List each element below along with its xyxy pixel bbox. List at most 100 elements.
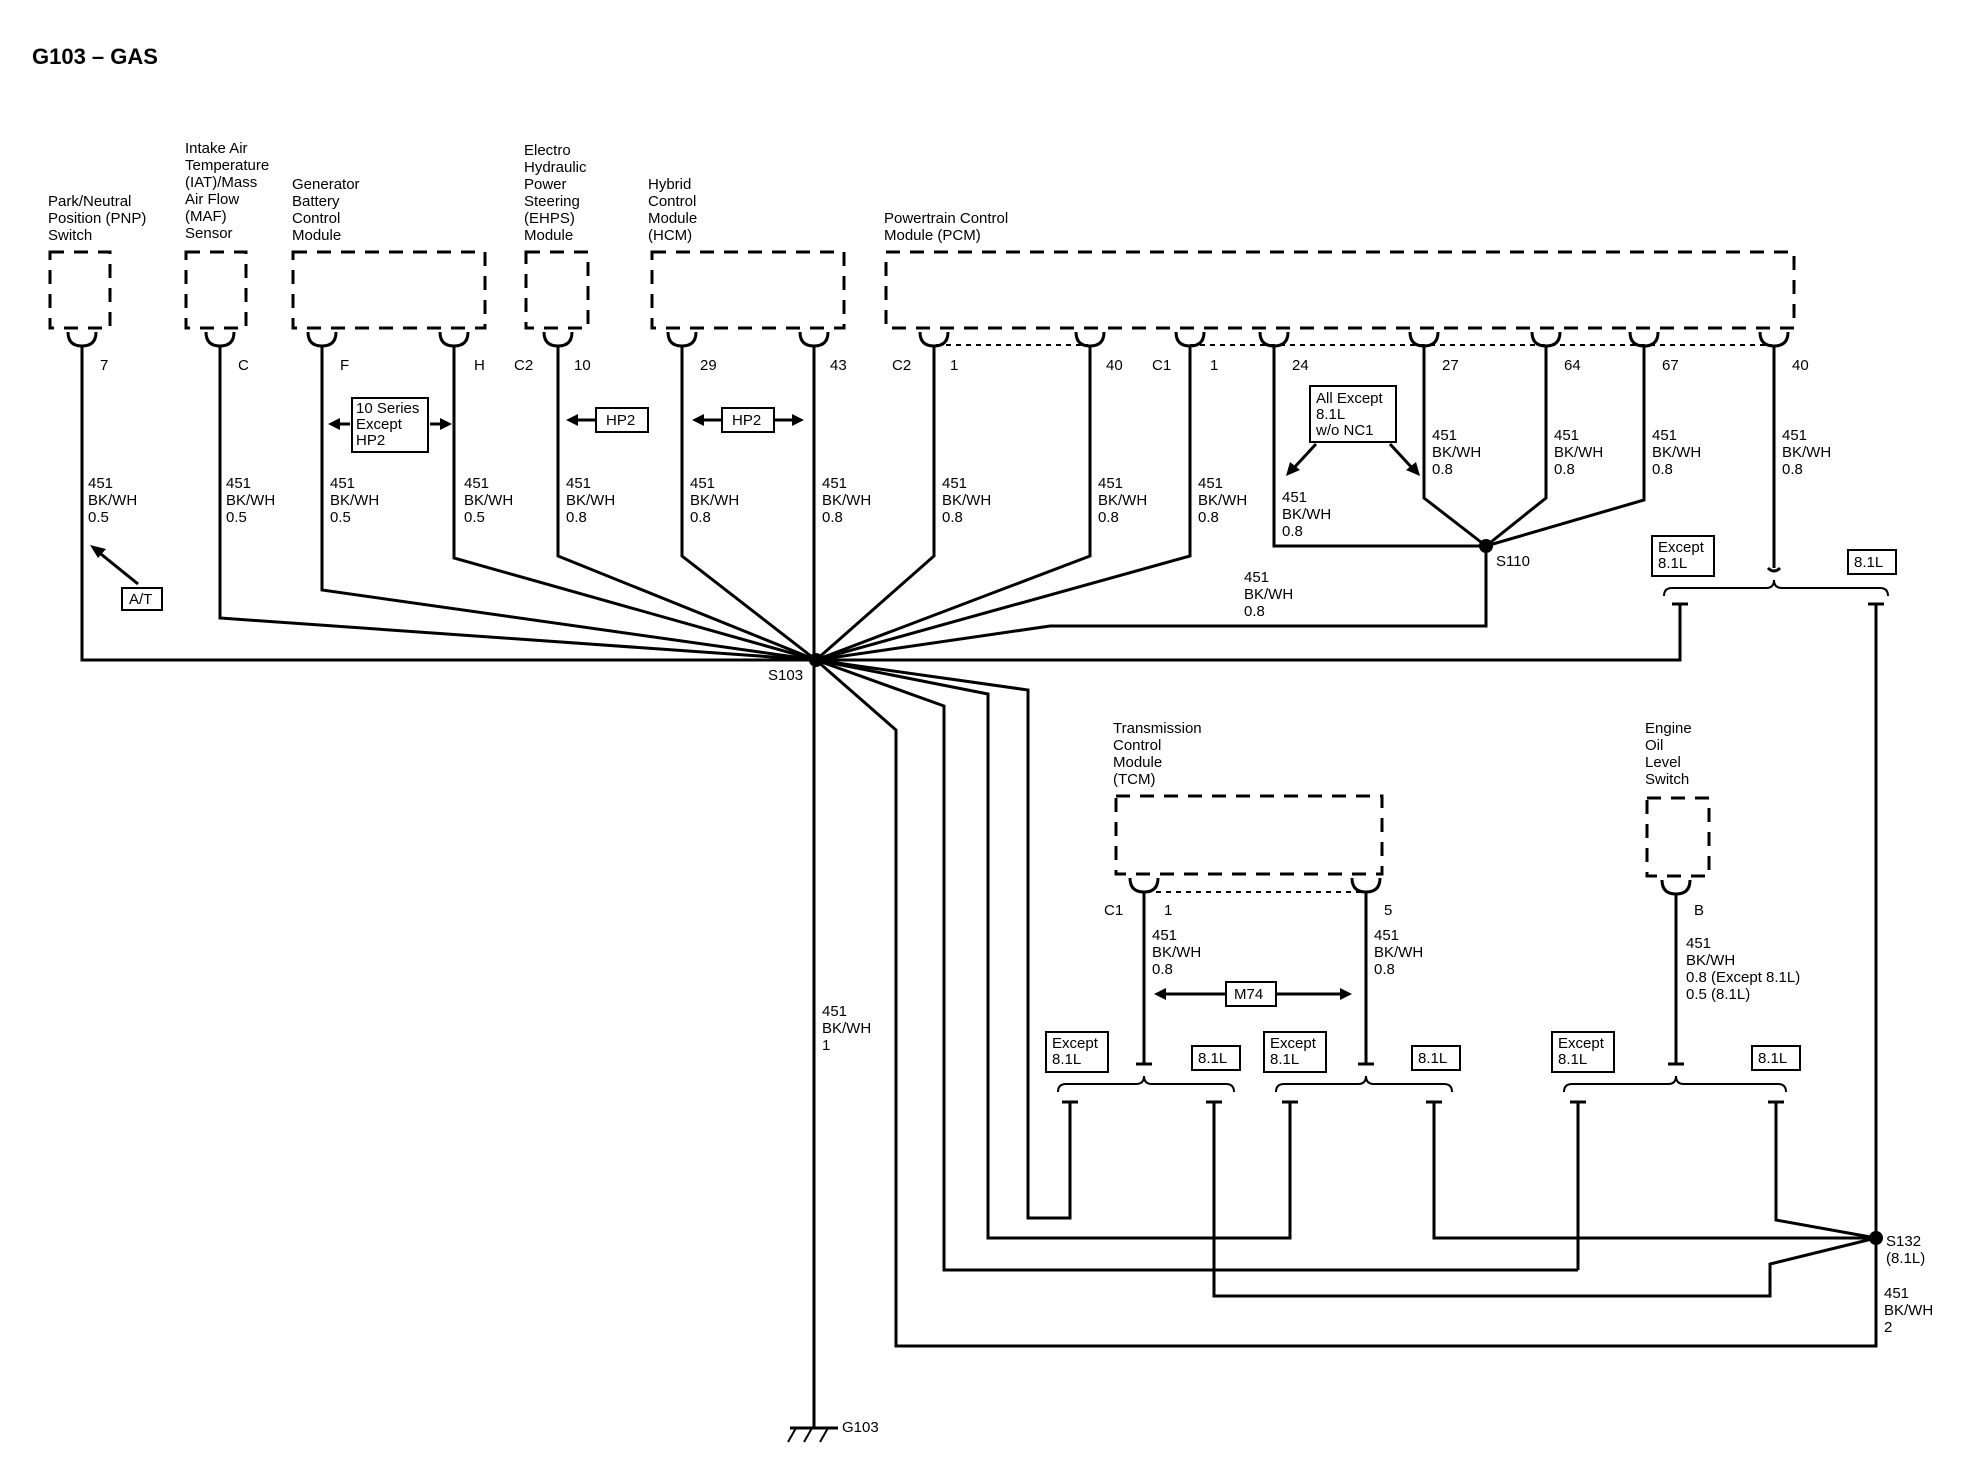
svg-text:0.8: 0.8	[1152, 961, 1173, 978]
option-bracket	[1563, 1075, 1787, 1093]
svg-text:0.8: 0.8	[1782, 461, 1803, 478]
svg-text:(EHPS): (EHPS)	[524, 210, 575, 227]
svg-text:Module: Module	[292, 227, 341, 244]
wire-drop-eol-81l	[1774, 1102, 1877, 1240]
svg-text:451: 451	[1098, 475, 1123, 492]
svg-text:2: 2	[1884, 1319, 1892, 1336]
splice-s103-dot	[809, 653, 823, 667]
svg-text:451: 451	[942, 475, 967, 492]
svg-text:451: 451	[88, 475, 113, 492]
pin-label: B	[1694, 902, 1704, 919]
generator-module-box	[291, 250, 487, 330]
pin-label: F	[340, 357, 349, 374]
wire-label-gen-h: 451 BK/WH 0.5	[464, 475, 513, 526]
pin-terminal	[1258, 331, 1290, 348]
pin-terminal	[66, 331, 98, 348]
pin-label: 40	[1792, 357, 1809, 374]
svg-text:BK/WH: BK/WH	[226, 492, 275, 509]
svg-text:0.8: 0.8	[1098, 509, 1119, 526]
svg-text:1: 1	[822, 1037, 830, 1054]
svg-text:8.1L: 8.1L	[1658, 555, 1687, 572]
wire-label-gen-f: 451 BK/WH 0.5	[330, 475, 379, 526]
pin-label: 29	[700, 357, 717, 374]
svg-text:Except: Except	[1558, 1035, 1605, 1052]
svg-text:(HCM): (HCM)	[648, 227, 692, 244]
svg-text:0.8: 0.8	[822, 509, 843, 526]
wire-pcm-c1-1	[815, 346, 1192, 662]
svg-text:0.5 (8.1L): 0.5 (8.1L)	[1686, 986, 1750, 1003]
option-all-except-81l: All Except 8.1L w/o NC1	[1286, 385, 1420, 476]
svg-text:Sensor: Sensor	[185, 225, 233, 242]
svg-text:Powertrain Control: Powertrain Control	[884, 210, 1008, 227]
option-bracket	[1057, 1075, 1235, 1093]
svg-text:451: 451	[1282, 489, 1307, 506]
pin-label: 1	[950, 357, 958, 374]
wire-drop-tcm5-except	[1208, 1102, 1292, 1240]
svg-text:BK/WH: BK/WH	[1554, 444, 1603, 461]
svg-text:0.8: 0.8	[1432, 461, 1453, 478]
svg-text:0.8: 0.8	[1652, 461, 1673, 478]
wire-label-hcm-43: 451 BK/WH 0.8	[822, 475, 871, 526]
splice-s110-dot	[1479, 539, 1493, 553]
hcm-box	[650, 250, 846, 330]
svg-text:M74: M74	[1234, 986, 1263, 1003]
svg-text:8.1L: 8.1L	[1558, 1051, 1587, 1068]
svg-text:Power: Power	[524, 176, 567, 193]
svg-text:HP2: HP2	[356, 432, 385, 449]
wire-label-pcm-27: 451 BK/WH 0.8	[1432, 427, 1481, 478]
wire-label-iat: 451 BK/WH 0.5	[226, 475, 275, 526]
pin-terminal	[798, 331, 830, 348]
splice-s103-label: S103	[768, 667, 803, 684]
svg-text:Switch: Switch	[1645, 771, 1689, 788]
svg-text:Except: Except	[1658, 539, 1705, 556]
svg-text:0.8: 0.8	[690, 509, 711, 526]
svg-text:Level: Level	[1645, 754, 1681, 771]
svg-text:Control: Control	[648, 193, 696, 210]
wire-s110-to-s103	[815, 546, 1488, 662]
pcm-label: Powertrain Control Module (PCM)	[884, 210, 1008, 244]
svg-text:451: 451	[822, 475, 847, 492]
svg-text:451: 451	[1198, 475, 1223, 492]
svg-text:BK/WH: BK/WH	[330, 492, 379, 509]
svg-text:BK/WH: BK/WH	[1282, 506, 1331, 523]
option-81l-tcm5: 8.1L	[1411, 1045, 1461, 1071]
wire-label-s132: 451 BK/WH 2	[1884, 1285, 1933, 1336]
pin-terminal	[306, 331, 338, 348]
option-81l-tcm1: 8.1L	[1191, 1045, 1241, 1071]
svg-text:0.8: 0.8	[1244, 603, 1265, 620]
ehps-module-box	[524, 250, 590, 330]
pin-label: 7	[100, 357, 108, 374]
option-m74: M74	[1154, 981, 1352, 1007]
option-except-81l-eol: Except 8.1L	[1551, 1031, 1615, 1073]
pin-label: 1	[1210, 357, 1218, 374]
wire-label-ground: 451 BK/WH 1	[822, 1003, 871, 1054]
pin-terminal	[1660, 879, 1692, 896]
tcm-box	[1114, 794, 1384, 876]
splice-s110-label: S110	[1496, 553, 1530, 570]
svg-text:(MAF): (MAF)	[185, 208, 227, 225]
pin-terminals	[66, 331, 1790, 896]
svg-text:451: 451	[690, 475, 715, 492]
svg-text:Engine: Engine	[1645, 720, 1692, 737]
svg-text:8.1L: 8.1L	[1052, 1051, 1081, 1068]
hcm-label: Hybrid Control Module (HCM)	[648, 176, 697, 244]
wire-pcm-24	[1272, 346, 1486, 548]
pin-terminal	[1074, 331, 1106, 348]
pin-terminal	[542, 331, 574, 348]
svg-text:451: 451	[1244, 569, 1269, 586]
splice-s132-dot	[1869, 1231, 1883, 1245]
svg-text:Steering: Steering	[524, 193, 580, 210]
pin-label: 5	[1384, 902, 1392, 919]
generator-module-label: Generator Battery Control Module	[292, 176, 360, 244]
wire-label-pcm-24: 451 BK/WH 0.8	[1282, 489, 1331, 540]
wire-lower-1	[815, 658, 1072, 1220]
svg-text:0.5: 0.5	[464, 509, 485, 526]
svg-text:451: 451	[1152, 927, 1177, 944]
svg-text:HP2: HP2	[606, 412, 635, 429]
pnp-switch-box	[48, 250, 112, 330]
pin-label: C1	[1152, 357, 1171, 374]
svg-text:0.5: 0.5	[88, 509, 109, 526]
wire-pnp	[80, 346, 816, 662]
svg-text:0.8: 0.8	[1198, 509, 1219, 526]
svg-text:HP2: HP2	[732, 412, 761, 429]
